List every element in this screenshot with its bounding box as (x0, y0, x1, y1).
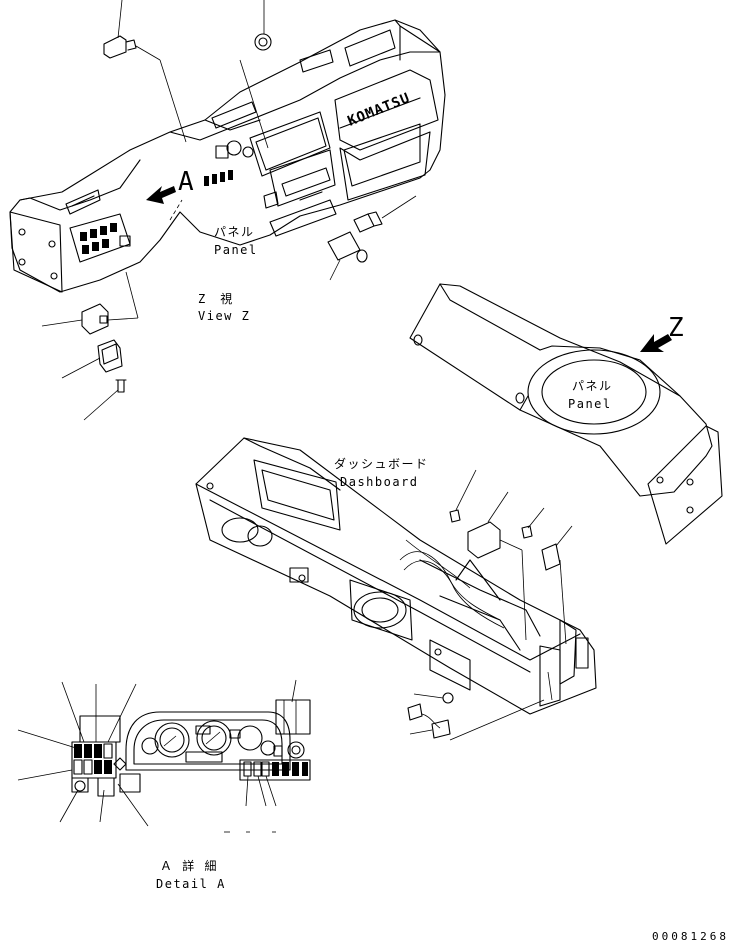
brand-logo: KOMATSU (346, 90, 413, 130)
panel-label-en-2: Panel (568, 397, 612, 411)
detail-a-view (17, 679, 311, 833)
view-a-arrow-icon (146, 186, 176, 204)
top-parts-callouts (41, 0, 417, 421)
detail-label-en: Detail A (156, 877, 226, 891)
panel-label-jp-1: パネル (214, 225, 255, 239)
arrow-z-label: Z (668, 313, 684, 343)
dashboard-label-jp: ダッシュボード (334, 456, 429, 471)
panel-label-en-1: Panel (214, 243, 258, 257)
view-label-en: View Z (198, 309, 250, 323)
view-z-arrow-icon (640, 334, 672, 352)
view-label-jp: Z 視 (198, 291, 234, 306)
document-number: 00081268 (652, 930, 729, 943)
panel-label-jp-2: パネル (572, 379, 613, 393)
dashboard-frame (195, 437, 597, 715)
detail-label-jp: Ａ 詳 細 (160, 858, 218, 873)
dashboard-parts-callouts (407, 469, 573, 741)
cover-panel: Z (409, 283, 723, 545)
arrow-a-label: A (178, 167, 194, 197)
dashboard-label-en: Dashboard (340, 475, 419, 489)
